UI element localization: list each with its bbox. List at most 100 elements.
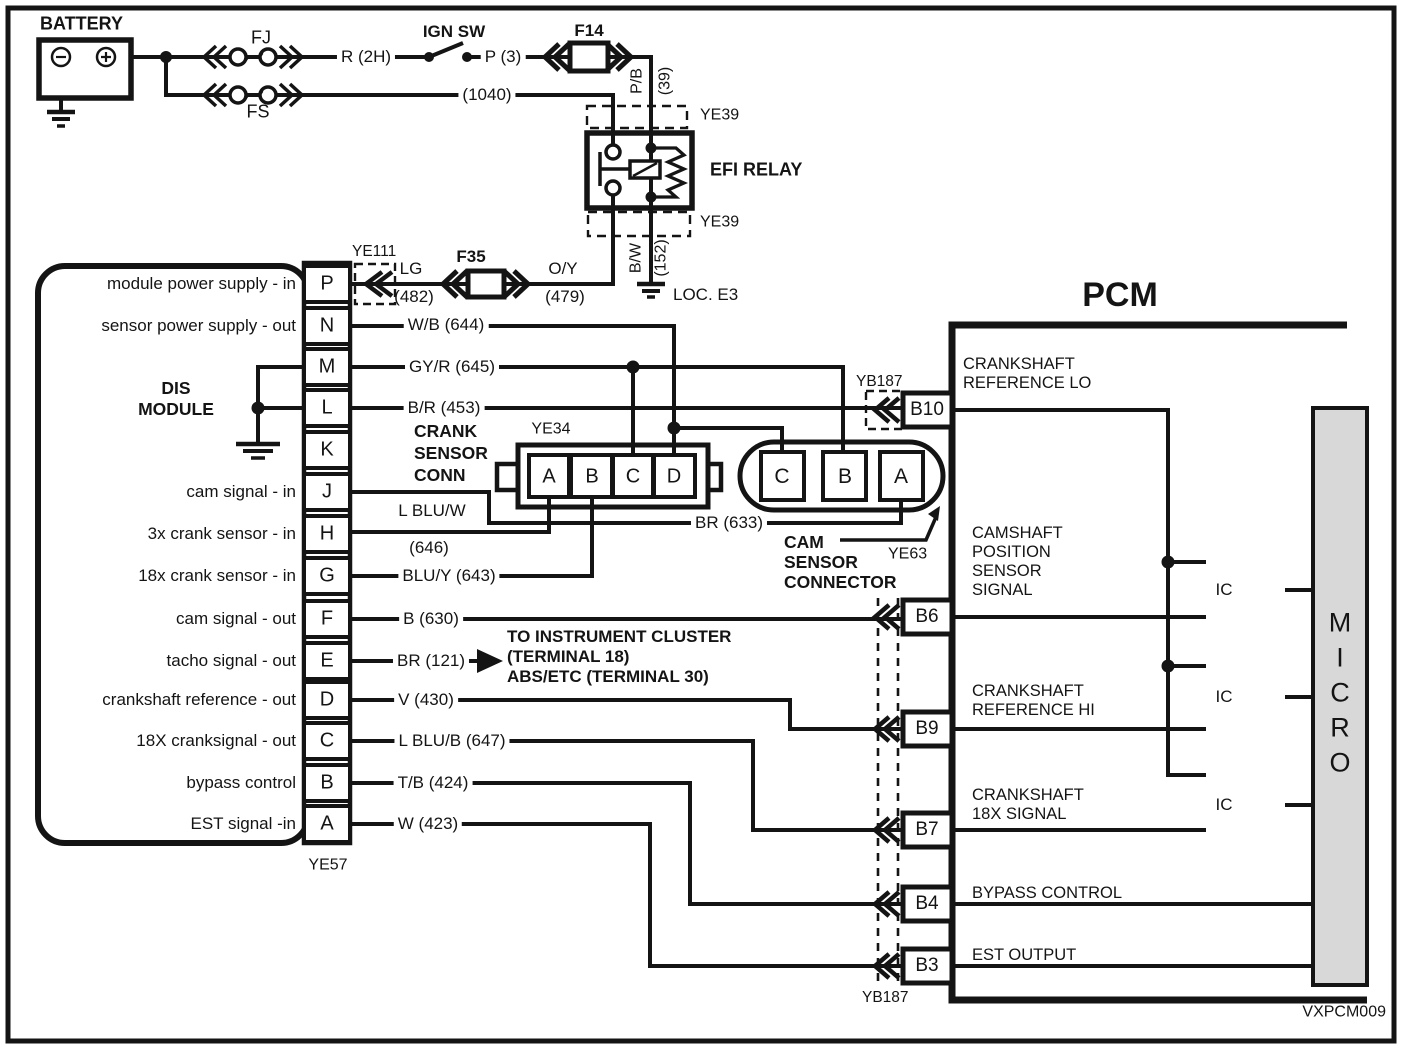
wire-br121-label: BR (121)	[392, 652, 470, 670]
wire-gyr645-label: GY/R (645)	[405, 358, 499, 376]
battery-symbol	[36, 37, 134, 101]
wire-oy-circuit: (479)	[545, 287, 585, 307]
fuse-f14-symbol	[541, 40, 635, 74]
pcm-signal-bypass: BYPASS CONTROL	[972, 884, 1123, 902]
pcm-harness-chevrons	[871, 396, 901, 980]
pcm-signal-crank-ref-hi: CRANKSHAFT REFERENCE HI	[972, 682, 1095, 719]
wire-v430-label: V (430)	[394, 691, 458, 709]
ic-label-1: IC	[1215, 580, 1233, 600]
instrument-cluster-note: TO INSTRUMENT CLUSTER (TERMINAL 18) ABS/…	[507, 627, 732, 686]
pcm-pin-3: B7	[915, 819, 939, 841]
pcm-signal-crank-18x: CRANKSHAFT 18X SIGNAL	[972, 786, 1084, 823]
footer-code: VXPCM009	[1302, 1003, 1386, 1021]
pcm-signal-est: EST OUTPUT	[972, 946, 1077, 964]
crank-pin-2: C	[625, 465, 641, 488]
pcm-pin-0: B10	[910, 399, 944, 421]
wire-r2h-label: R (2H)	[336, 48, 396, 66]
dis-function-label-1: sensor power supply - out	[101, 316, 296, 336]
connector-ye39-top-box	[585, 104, 689, 130]
dis-module-title: DIS MODULE	[138, 378, 214, 419]
dis-module-body	[35, 263, 311, 846]
cam-pin-0: C	[774, 464, 790, 488]
crank-connector-pins	[527, 453, 697, 499]
dis-function-label-7: crankshaft reference - out	[102, 690, 296, 710]
wire-tb424-label: T/B (424)	[393, 774, 473, 792]
relay-ground-icon	[637, 281, 665, 299]
wire-bw-circuit: (152)	[652, 239, 670, 277]
fuse-f35-symbol	[439, 268, 532, 300]
dis-pin-1: N	[319, 314, 335, 337]
dis-pin-7: G	[319, 564, 335, 587]
connector-ye111-chevrons	[362, 270, 394, 298]
dis-function-label-6: tacho signal - out	[166, 651, 296, 671]
cam-pin-1: B	[837, 464, 853, 488]
wire-lg-circuit: (482)	[394, 287, 434, 307]
wire-wb644-label: W/B (644)	[403, 316, 489, 334]
wire-pb-circuit: (39)	[656, 66, 674, 96]
fuse-fs-symbol	[201, 82, 305, 108]
cam-connector-pins	[759, 450, 925, 502]
connector-ye111-label: YE111	[352, 242, 397, 260]
wire-br453-label: B/R (453)	[403, 399, 485, 417]
wire-b630-label: B (630)	[399, 610, 463, 628]
connector-ye39-bottom-label: YE39	[700, 213, 740, 231]
wire-bw-label: B/W	[627, 242, 645, 274]
connector-ye39-bottom-box	[586, 210, 692, 238]
connector-ye57-label: YE57	[308, 856, 348, 874]
dis-function-label-3: 3x crank sensor - in	[147, 524, 296, 544]
dis-pin-11: C	[319, 729, 335, 752]
relay-ground-location: LOC. E3	[673, 285, 739, 305]
dis-function-label-10: EST signal -in	[190, 814, 296, 834]
dis-pin-10: D	[319, 688, 335, 711]
crank-pin-0: A	[542, 465, 556, 488]
wire-1040-label: (1040)	[458, 86, 516, 104]
ign-sw-label: IGN SW	[422, 22, 486, 42]
cam-pin-2: A	[893, 464, 909, 488]
ic-label-2: IC	[1215, 687, 1233, 707]
battery-label: BATTERY	[40, 13, 123, 34]
pcm-outline	[948, 321, 1367, 1004]
fuse-fj-label: FJ	[251, 27, 271, 48]
cam-conn-label: CAM SENSOR CONNECTOR	[784, 532, 897, 592]
pcm-signal-crank-ref-lo: CRANKSHAFT REFERENCE LO	[963, 355, 1092, 392]
fuse-f35-label: F35	[456, 247, 486, 267]
wire-lbluw-label: L BLU/W	[398, 501, 466, 521]
ign-switch-symbol	[424, 41, 472, 62]
fuse-fj-symbol	[201, 44, 305, 70]
efi-relay-symbol	[584, 130, 695, 284]
wire-lbluw-circuit: (646)	[409, 538, 449, 558]
connector-yb187-strip	[876, 598, 900, 988]
pcm-signal-cam-position: CAMSHAFT POSITION SENSOR SIGNAL	[972, 524, 1063, 599]
ic-label-3: IC	[1215, 795, 1233, 815]
dis-pin-0: P	[320, 272, 334, 295]
dis-pin-12: B	[320, 771, 334, 794]
dis-function-label-0: module power supply - in	[107, 274, 296, 294]
dis-function-label-8: 18X cranksignal - out	[136, 731, 296, 751]
instrument-arrow-icon	[477, 649, 503, 673]
wire-p3-label: P (3)	[480, 48, 526, 66]
wire-w423-label: W (423)	[393, 815, 463, 833]
pcm-pin-1: B6	[915, 606, 939, 628]
dis-function-label-4: 18x crank sensor - in	[138, 566, 296, 586]
dis-pin-9: E	[320, 649, 334, 672]
micro-label: M I C R O	[1328, 607, 1352, 778]
crank-conn-label: CRANK SENSOR CONN	[414, 421, 488, 485]
dis-function-label-2: cam signal - in	[186, 482, 296, 502]
pcm-pin-boxes	[900, 390, 955, 986]
wire-lblub647-label: L BLU/B (647)	[394, 732, 510, 750]
fuse-fs-label: FS	[246, 101, 270, 122]
pcm-pin-4: B4	[915, 893, 939, 915]
dis-function-label-9: bypass control	[186, 773, 296, 793]
crank-pin-1: B	[585, 465, 599, 488]
junction-dots	[160, 51, 1175, 673]
connector-ye39-top-label: YE39	[700, 106, 740, 124]
wire-pb-label: P/B	[628, 68, 646, 94]
dis-pin-4: K	[320, 438, 334, 461]
dis-pin-8: F	[320, 607, 334, 630]
pcm-title: PCM	[1082, 276, 1158, 315]
dis-function-label-5: cam signal - out	[176, 609, 296, 629]
connector-yb187-top-label: YB187	[856, 372, 903, 390]
wire-lg-label: LG	[399, 259, 423, 279]
